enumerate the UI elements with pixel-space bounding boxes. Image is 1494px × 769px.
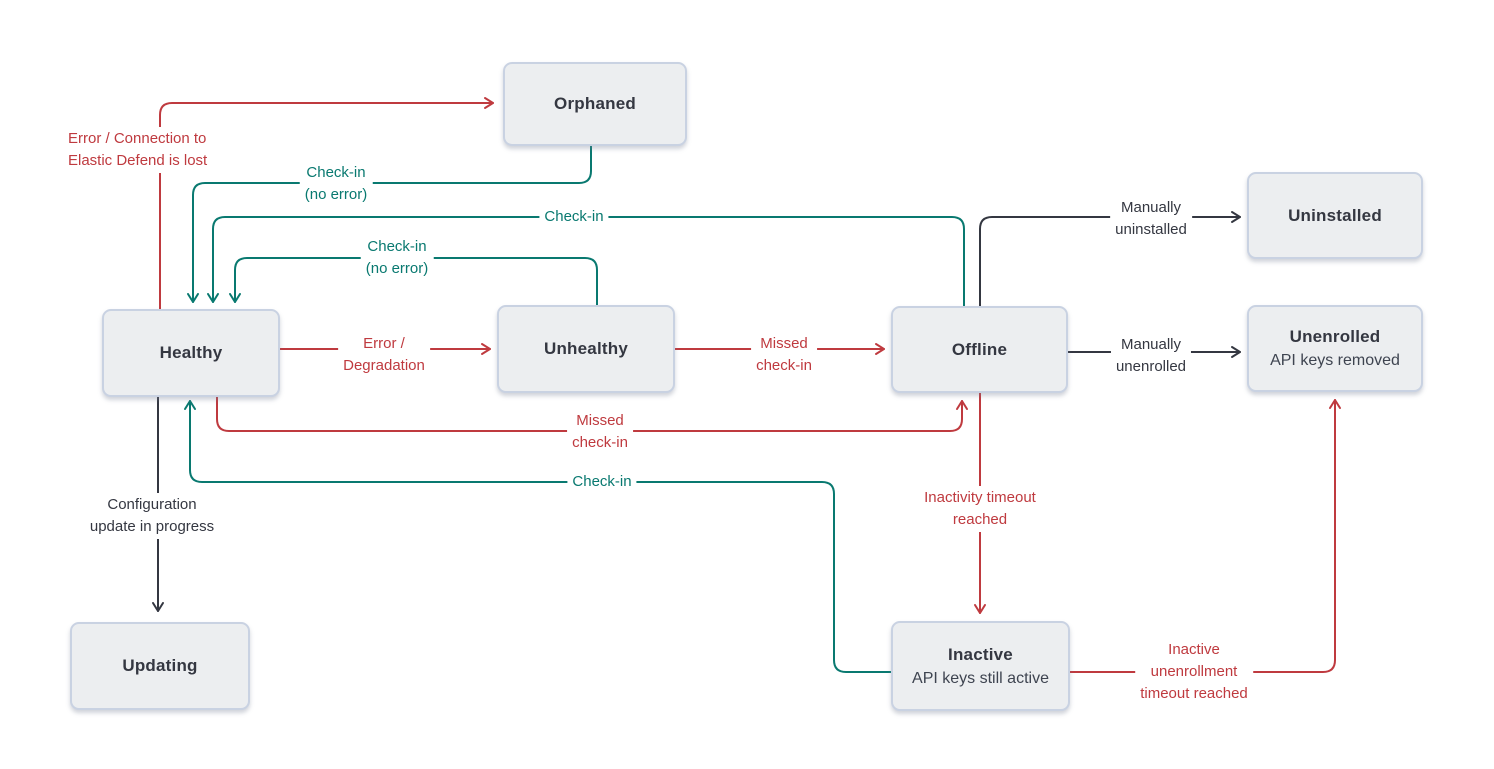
state-node-sublabel: API keys removed xyxy=(1270,352,1400,369)
state-node-inactive: Inactive API keys still active xyxy=(891,621,1070,711)
edge-offline-healthy xyxy=(207,216,965,307)
state-node-label: Updating xyxy=(122,656,198,675)
edge-label-error-degradation: Error / Degradation xyxy=(338,332,430,378)
state-node-unhealthy: Unhealthy xyxy=(497,305,675,393)
edge-label-manually-uninstalled: Manually uninstalled xyxy=(1110,196,1192,242)
edge-label-checkin-no-error-unhealthy: Check-in (no error) xyxy=(360,235,434,281)
edge-inactive-healthy xyxy=(184,400,892,673)
edge-label-missed-checkin-bottom: Missed check-in xyxy=(567,409,633,455)
state-node-label: Inactive xyxy=(948,644,1013,664)
state-node-uninstalled: Uninstalled xyxy=(1247,172,1423,259)
edge-label-inactive-unenrollment-timeout: Inactive unenrollment timeout reached xyxy=(1135,638,1253,706)
edge-label-checkin-inactive: Check-in xyxy=(567,470,637,494)
state-node-label: Unenrolled xyxy=(1289,327,1381,346)
state-node-label: Offline xyxy=(951,339,1008,359)
edge-label-missed-checkin-top: Missed check-in xyxy=(751,332,817,378)
edge-label-manually-unenrolled: Manually unenrolled xyxy=(1110,333,1192,379)
state-node-offline: Offline xyxy=(891,306,1068,393)
edge-healthy-orphaned xyxy=(159,97,494,310)
edge-offline-uninstalled xyxy=(979,211,1241,307)
state-node-unenrolled: Unenrolled API keys removed xyxy=(1247,305,1423,392)
edge-label-inactivity-timeout: Inactivity timeout reached xyxy=(919,486,1041,532)
edge-inactive-unenrolled xyxy=(1069,399,1341,673)
edge-label-checkin-no-error-orphaned: Check-in (no error) xyxy=(299,161,373,207)
edge-label-checkin-offline: Check-in xyxy=(539,205,609,229)
state-node-label: Unhealthy xyxy=(544,339,628,358)
state-node-healthy: Healthy xyxy=(102,309,280,397)
state-node-label: Healthy xyxy=(159,343,223,362)
state-node-label: Uninstalled xyxy=(1288,205,1382,225)
state-node-label: Orphaned xyxy=(554,94,636,113)
edge-label-error-connection-lost: Error / Connection to Elastic Defend is … xyxy=(63,127,213,173)
state-node-updating: Updating xyxy=(70,622,250,710)
edge-orphaned-healthy xyxy=(187,145,592,303)
edge-label-configuration-update: Configuration update in progress xyxy=(84,493,220,539)
state-node-orphaned: Orphaned xyxy=(503,62,687,146)
state-node-sublabel: API keys still active xyxy=(912,669,1049,687)
